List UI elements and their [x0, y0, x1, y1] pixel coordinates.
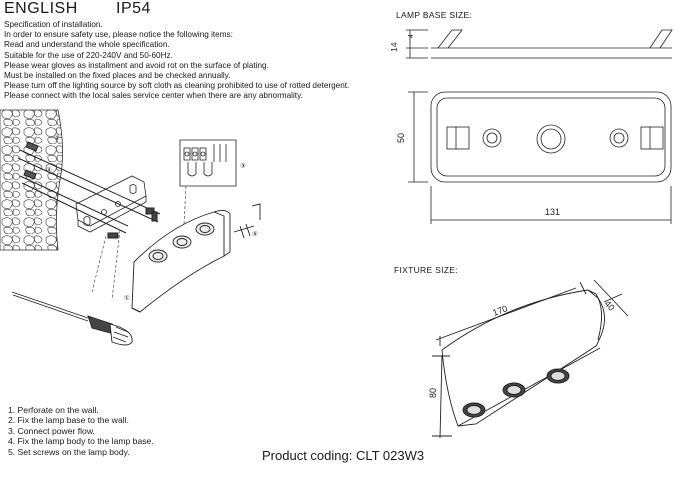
- lamp-base-side-view: [406, 29, 673, 59]
- lamp-base-dim-14: 14: [389, 42, 399, 52]
- step-item: 5. Set screws on the lamp body.: [8, 446, 130, 457]
- lamp-body: [131, 209, 231, 313]
- language-heading: ENGLISH: [4, 0, 78, 17]
- lamp-base-title: LAMP BASE SIZE:: [396, 10, 473, 20]
- fixture-dim-170: 170: [491, 303, 509, 318]
- installation-steps: 1. Perforate on the wall. 2. Fix the lam…: [8, 405, 154, 457]
- terminal-block-inset: [179, 139, 237, 187]
- fixture-dim-80: 80: [428, 388, 438, 398]
- callout-2: ②: [54, 134, 60, 142]
- screws-and-anchors: [17, 141, 161, 239]
- callout-5: ⑤: [252, 230, 258, 238]
- lamp-base-dim-131: 131: [545, 207, 560, 217]
- spec-line: Please turn off the lighting source by s…: [4, 81, 350, 91]
- spec-line: Must be installed on the fixed places an…: [4, 71, 231, 81]
- specification-text: Specification of installation. In order …: [4, 20, 384, 102]
- product-coding: Product coding: CLT 023W3: [262, 448, 425, 463]
- ip-rating-heading: IP54: [116, 0, 151, 17]
- spec-line: Please wear gloves as installment and av…: [4, 60, 269, 70]
- fixture-isometric-view: [432, 279, 629, 439]
- spec-line: In order to ensure safety use, please no…: [4, 30, 233, 40]
- step-item: 4. Fix the lamp body to the lamp base.: [8, 436, 154, 447]
- lamp-base-dim-50: 50: [396, 133, 406, 143]
- spec-line: Specification of installation.: [4, 20, 103, 29]
- lamp-base-front-view: [408, 91, 672, 224]
- callout-4: ④: [46, 166, 52, 174]
- lamp-base-plate: [75, 175, 147, 233]
- fixture-dim-40: 40: [603, 299, 617, 313]
- step-item: 1. Perforate on the wall.: [8, 405, 99, 415]
- fixture-title: FIXTURE SIZE:: [394, 265, 458, 275]
- spec-line: Read and understand the whole specificat…: [4, 40, 170, 50]
- spec-line: Suitable for the use of 220-240V and 50-…: [4, 50, 173, 60]
- step-item: 3. Connect power flow.: [8, 425, 95, 436]
- screwdriver: [11, 291, 133, 346]
- callout-1: ①: [124, 294, 130, 302]
- set-screw-detail: [233, 203, 261, 239]
- lamp-base-dim-4: 4: [408, 34, 415, 38]
- spec-line: Please connect with the local sales serv…: [4, 91, 303, 101]
- step-item: 2. Fix the lamp base to the wall.: [8, 415, 129, 426]
- callout-3: ③: [240, 162, 246, 170]
- guide-lines: [91, 185, 187, 301]
- stone-wall: [0, 109, 63, 251]
